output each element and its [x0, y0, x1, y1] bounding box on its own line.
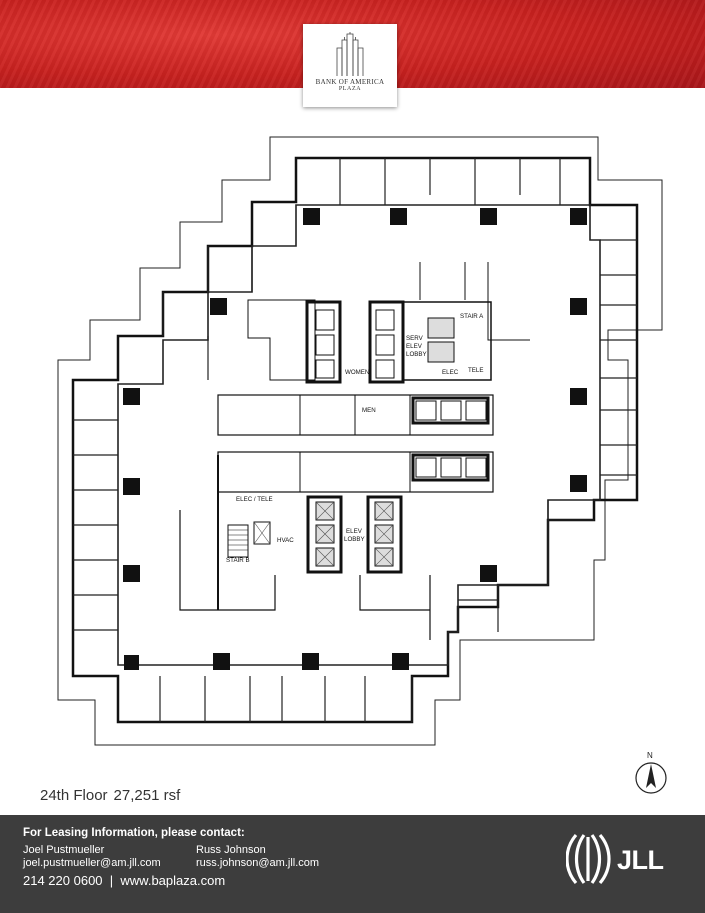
- building-core: [179, 262, 530, 640]
- floor-name: 24th Floor: [40, 787, 108, 804]
- jll-brand: JLL: [617, 845, 664, 875]
- contact-footer: For Leasing Information, please contact:…: [0, 815, 705, 913]
- office-walls: [73, 158, 637, 722]
- logo-name: BANK OF AMERICA: [315, 78, 385, 86]
- men-label: MEN: [362, 407, 376, 414]
- compass-arrow-icon: [646, 764, 656, 788]
- floor-plan: SERV ELEV LOBBY STAIR A ELEC TELE WOMEN …: [57, 136, 663, 746]
- contact-2: Russ Johnson russ.johnson@am.jll.com: [196, 844, 319, 870]
- columns: [123, 208, 587, 670]
- contact-1-email[interactable]: joel.pustmueller@am.jll.com: [23, 857, 161, 869]
- contact-2-name: Russ Johnson: [196, 844, 266, 856]
- compass-ring: [635, 762, 667, 794]
- stair-b-label: STAIR B: [226, 557, 250, 564]
- contact-heading: For Leasing Information, please contact:: [23, 827, 245, 839]
- site-outline: [57, 136, 663, 746]
- hvac-label: HVAC: [277, 537, 294, 544]
- building-perimeter: [71, 156, 639, 724]
- floor-info: 24th Floor 27,251 rsf: [40, 787, 180, 804]
- elev-lobby-label-1: ELEV: [346, 528, 363, 535]
- contact-1: Joel Pustmueller joel.pustmueller@am.jll…: [23, 844, 161, 870]
- north-label: N: [647, 751, 653, 760]
- serv-elev-lobby-label-1: SERV: [406, 335, 424, 342]
- north-arrow: N: [633, 750, 669, 805]
- contact-1-name: Joel Pustmueller: [23, 844, 105, 856]
- phone-number: 214 220 0600: [23, 873, 103, 888]
- lower-core: [227, 495, 403, 574]
- room-labels: SERV ELEV LOBBY STAIR A ELEC TELE WOMEN …: [226, 313, 484, 564]
- contact-2-email[interactable]: russ.johnson@am.jll.com: [196, 857, 320, 869]
- separator: |: [109, 873, 114, 888]
- elec-label: ELEC: [442, 369, 459, 376]
- floor-area: 27,251 rsf: [113, 787, 181, 804]
- elev-lobby-label-2: LOBBY: [344, 536, 365, 543]
- tele-label: TELE: [468, 367, 483, 374]
- upper-core: [305, 300, 492, 482]
- logo-subtitle: PLAZA: [338, 86, 362, 92]
- stair-a-label: STAIR A: [460, 313, 484, 320]
- website-link[interactable]: www.baplaza.com: [120, 873, 226, 888]
- serv-elev-lobby-label-2: ELEV: [406, 343, 423, 350]
- jll-logo-icon: [566, 833, 611, 885]
- building-logo: BANK OF AMERICA PLAZA: [303, 24, 397, 107]
- women-label: WOMEN: [345, 369, 369, 376]
- serv-elev-lobby-label-3: LOBBY: [406, 351, 427, 358]
- building-icon: [336, 32, 364, 76]
- elec-tele-label: ELEC / TELE: [236, 496, 273, 503]
- phone-website-line: 214 220 0600 | www.baplaza.com: [23, 873, 225, 888]
